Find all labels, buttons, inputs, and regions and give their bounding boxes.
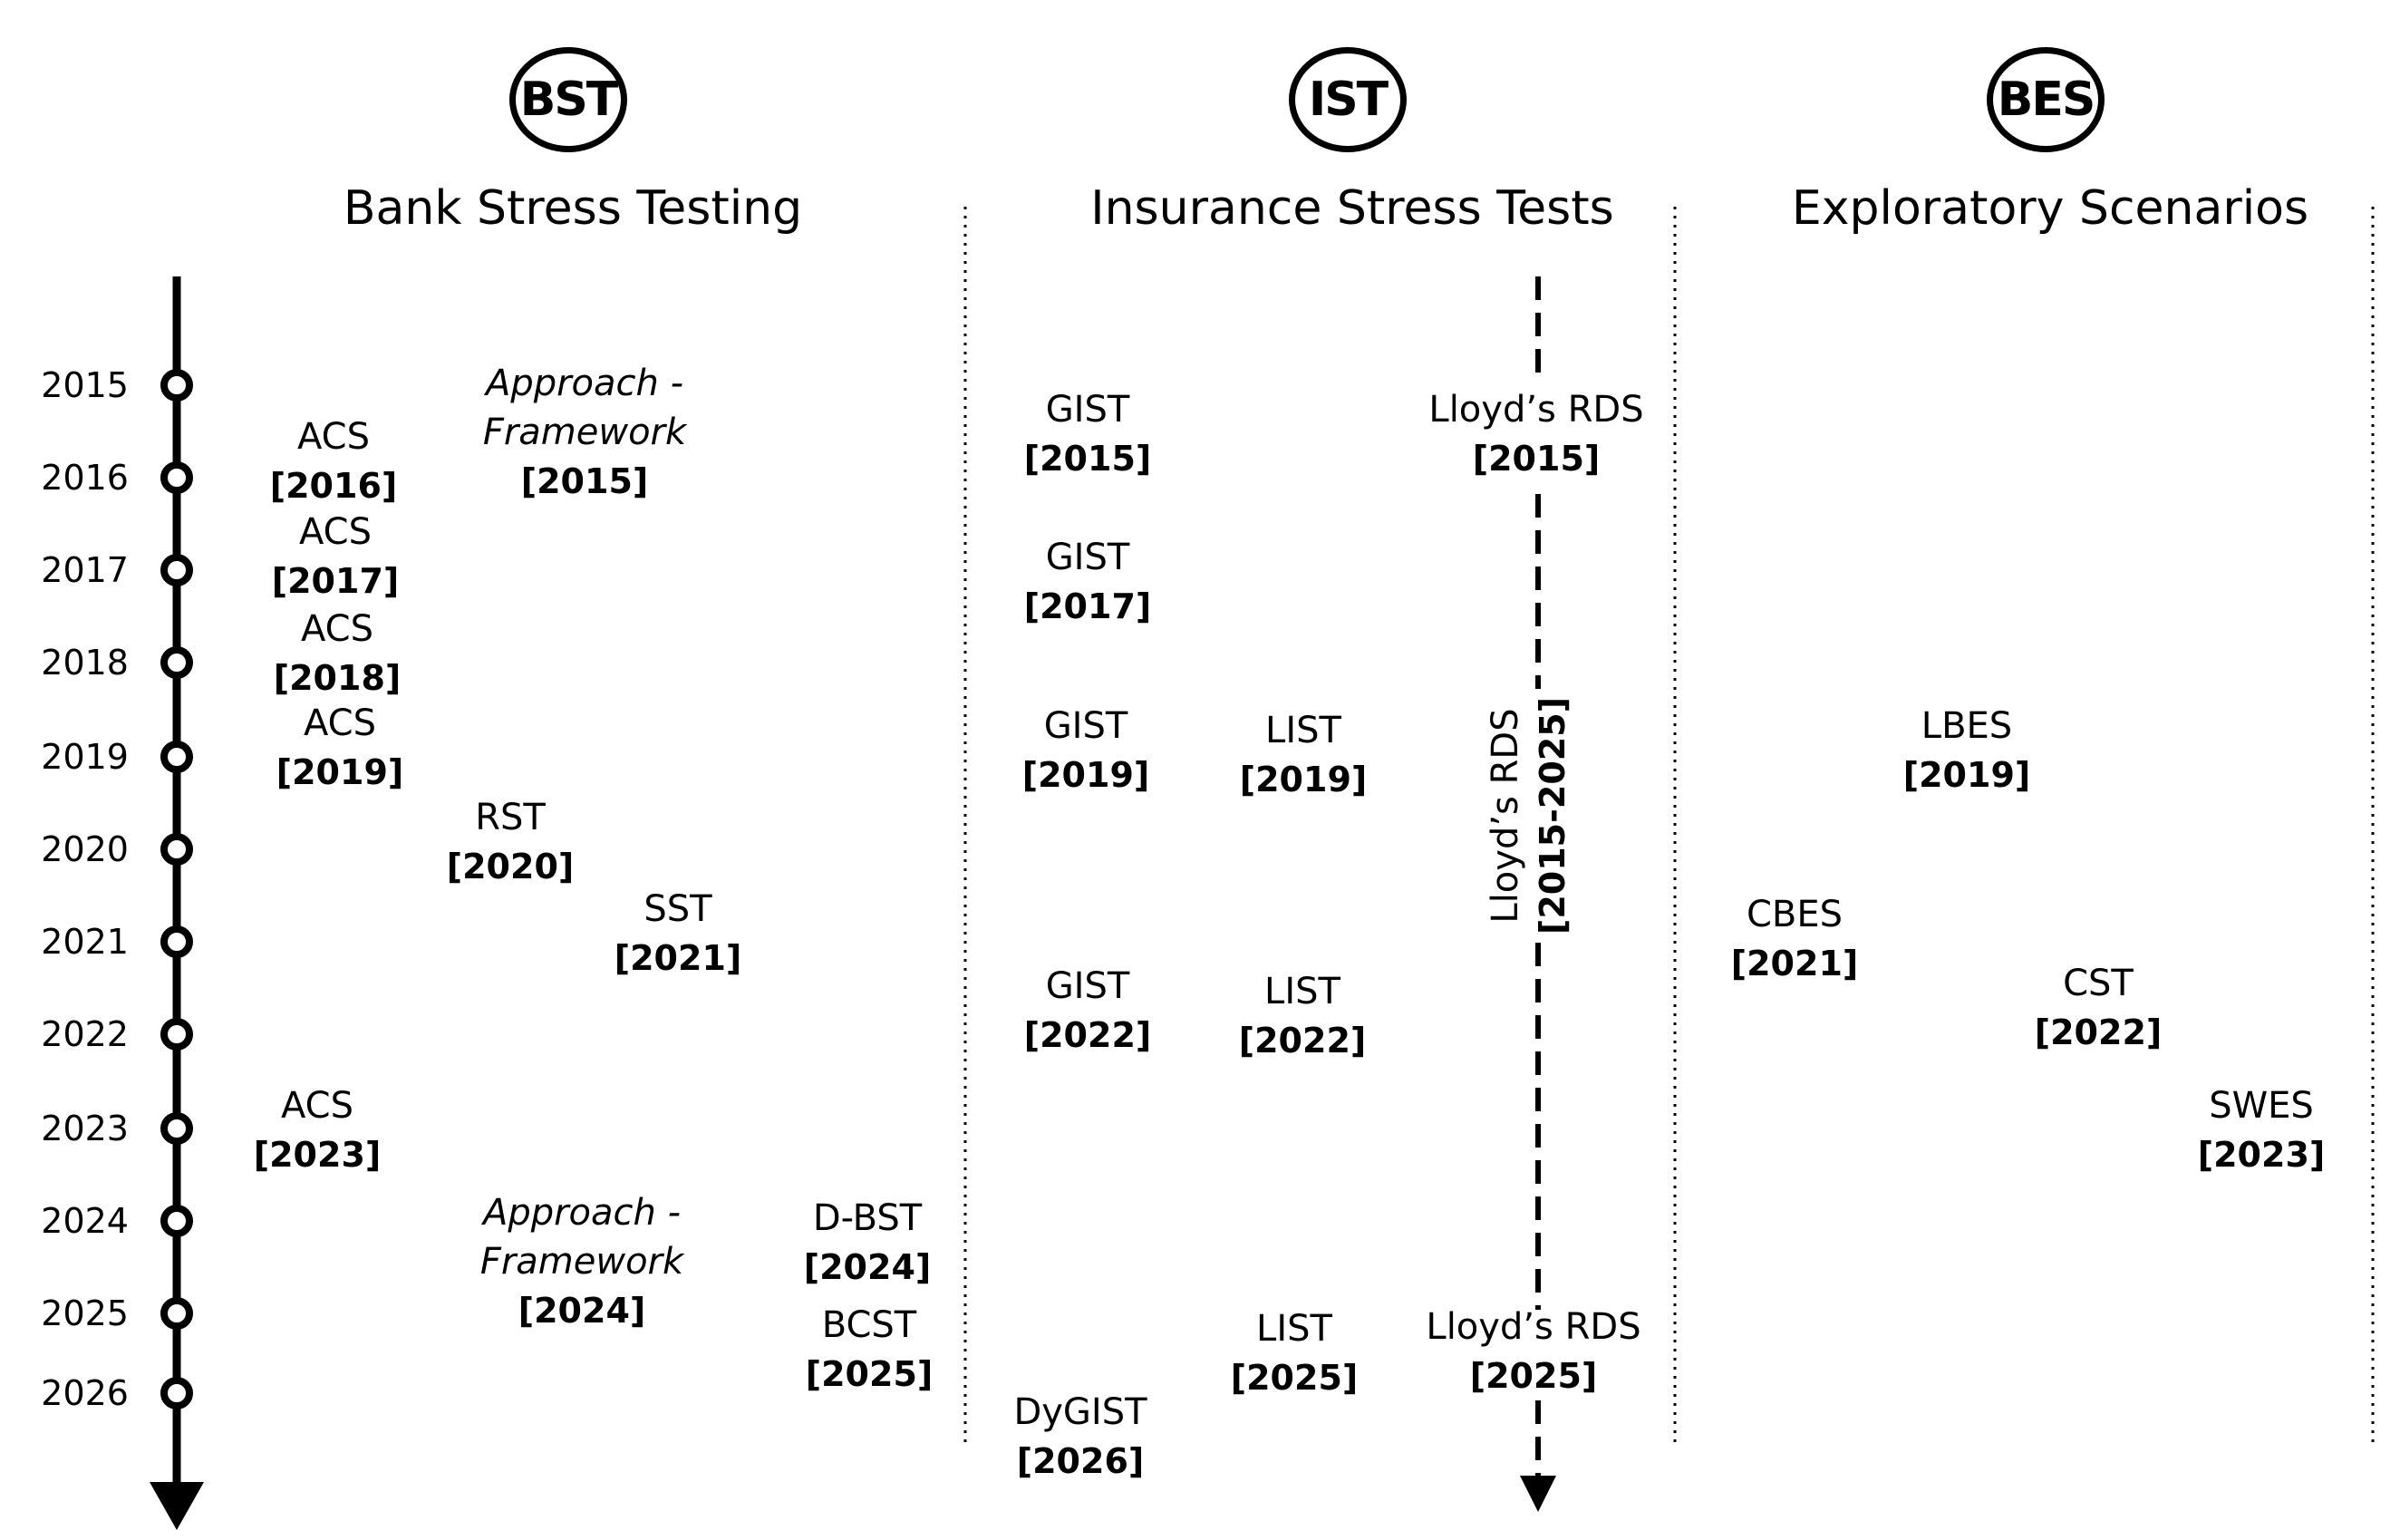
year-label: 2024 xyxy=(41,1201,129,1241)
ist-badge: IST xyxy=(1289,47,1407,152)
year-label: 2016 xyxy=(41,458,129,498)
year-marker-dot xyxy=(160,1018,193,1051)
year-label: 2015 xyxy=(41,365,129,405)
year-label: 2020 xyxy=(41,829,129,869)
ist-item-dygist-2026: DyGIST[2026] xyxy=(1013,1391,1147,1481)
year-label: 2023 xyxy=(41,1109,129,1148)
bes-item-swes-2023: SWES[2023] xyxy=(2197,1085,2326,1175)
year-marker-dot xyxy=(160,1377,193,1409)
year-marker-dot xyxy=(160,833,193,866)
bst-title: Bank Stress Testing xyxy=(343,181,803,236)
year-marker-dot xyxy=(160,1112,193,1145)
year-marker-dot xyxy=(160,554,193,586)
year-label: 2018 xyxy=(41,643,129,683)
year-label: 2021 xyxy=(41,922,129,962)
ist-item-gist-2015: GIST[2015] xyxy=(1023,389,1152,479)
year-label: 2019 xyxy=(41,737,129,777)
bes-item-cbes-2021: CBES[2021] xyxy=(1730,894,1859,983)
bst-item-acs-2019: ACS[2019] xyxy=(276,702,404,792)
bes-title: Exploratory Scenarios xyxy=(1791,181,2309,236)
year-marker-dot xyxy=(160,1297,193,1330)
year-marker-dot xyxy=(160,1205,193,1237)
year-label: 2025 xyxy=(41,1293,129,1333)
ist-item-list-2025: LIST[2025] xyxy=(1230,1308,1359,1398)
ist-item-lloyds-rds-2025: Lloyd’s RDS[2025] xyxy=(1426,1306,1641,1396)
bst-item-dbst-2024: D-BST[2024] xyxy=(803,1197,932,1287)
bst-item-rst-2020: RST[2020] xyxy=(446,797,575,886)
year-marker-dot xyxy=(160,646,193,679)
year-marker-dot xyxy=(160,369,193,402)
year-marker-dot xyxy=(160,461,193,494)
bst-item-approach-framework-2024: Approach - Framework[2024] xyxy=(479,1192,684,1331)
ist-item-gist-2019: GIST[2019] xyxy=(1021,705,1150,795)
ist-item-lloyds-rds-2015-2025: Lloyd’s RDS[2015-2025] xyxy=(1485,696,1573,935)
ist-item-lloyds-rds-2015: Lloyd’s RDS[2015] xyxy=(1428,389,1644,479)
timeline-arrowhead xyxy=(150,1482,204,1530)
bst-item-acs-2016: ACS[2016] xyxy=(269,416,398,506)
lloyds-rds-dashed-arrow xyxy=(1520,276,1556,1512)
year-marker-dot xyxy=(160,925,193,958)
ist-item-list-2022: LIST[2022] xyxy=(1238,971,1367,1061)
bes-item-cst-2022: CST[2022] xyxy=(2034,963,2163,1052)
timeline-year-markers xyxy=(160,369,193,1409)
bes-item-lbes-2019: LBES[2019] xyxy=(1902,705,2031,795)
year-label: 2017 xyxy=(41,550,129,590)
bst-item-sst-2021: SST[2021] xyxy=(614,888,742,978)
bes-badge: BES xyxy=(1987,47,2105,152)
bst-item-approach-framework-2015: Approach - Framework[2015] xyxy=(482,363,687,501)
bst-item-acs-2017: ACS[2017] xyxy=(271,511,400,601)
ist-title: Insurance Stress Tests xyxy=(1090,181,1614,236)
bst-item-acs-2023: ACS[2023] xyxy=(253,1085,382,1175)
bst-badge: BST xyxy=(509,47,627,152)
year-marker-dot xyxy=(160,741,193,773)
ist-item-gist-2017: GIST[2017] xyxy=(1023,537,1152,626)
ist-item-gist-2022: GIST[2022] xyxy=(1023,965,1152,1055)
bst-item-bcst-2025: BCST[2025] xyxy=(805,1304,934,1394)
bst-item-acs-2018: ACS[2018] xyxy=(273,608,402,698)
ist-item-list-2019: LIST[2019] xyxy=(1239,710,1368,799)
year-label: 2022 xyxy=(41,1014,129,1054)
year-label: 2026 xyxy=(41,1373,129,1413)
